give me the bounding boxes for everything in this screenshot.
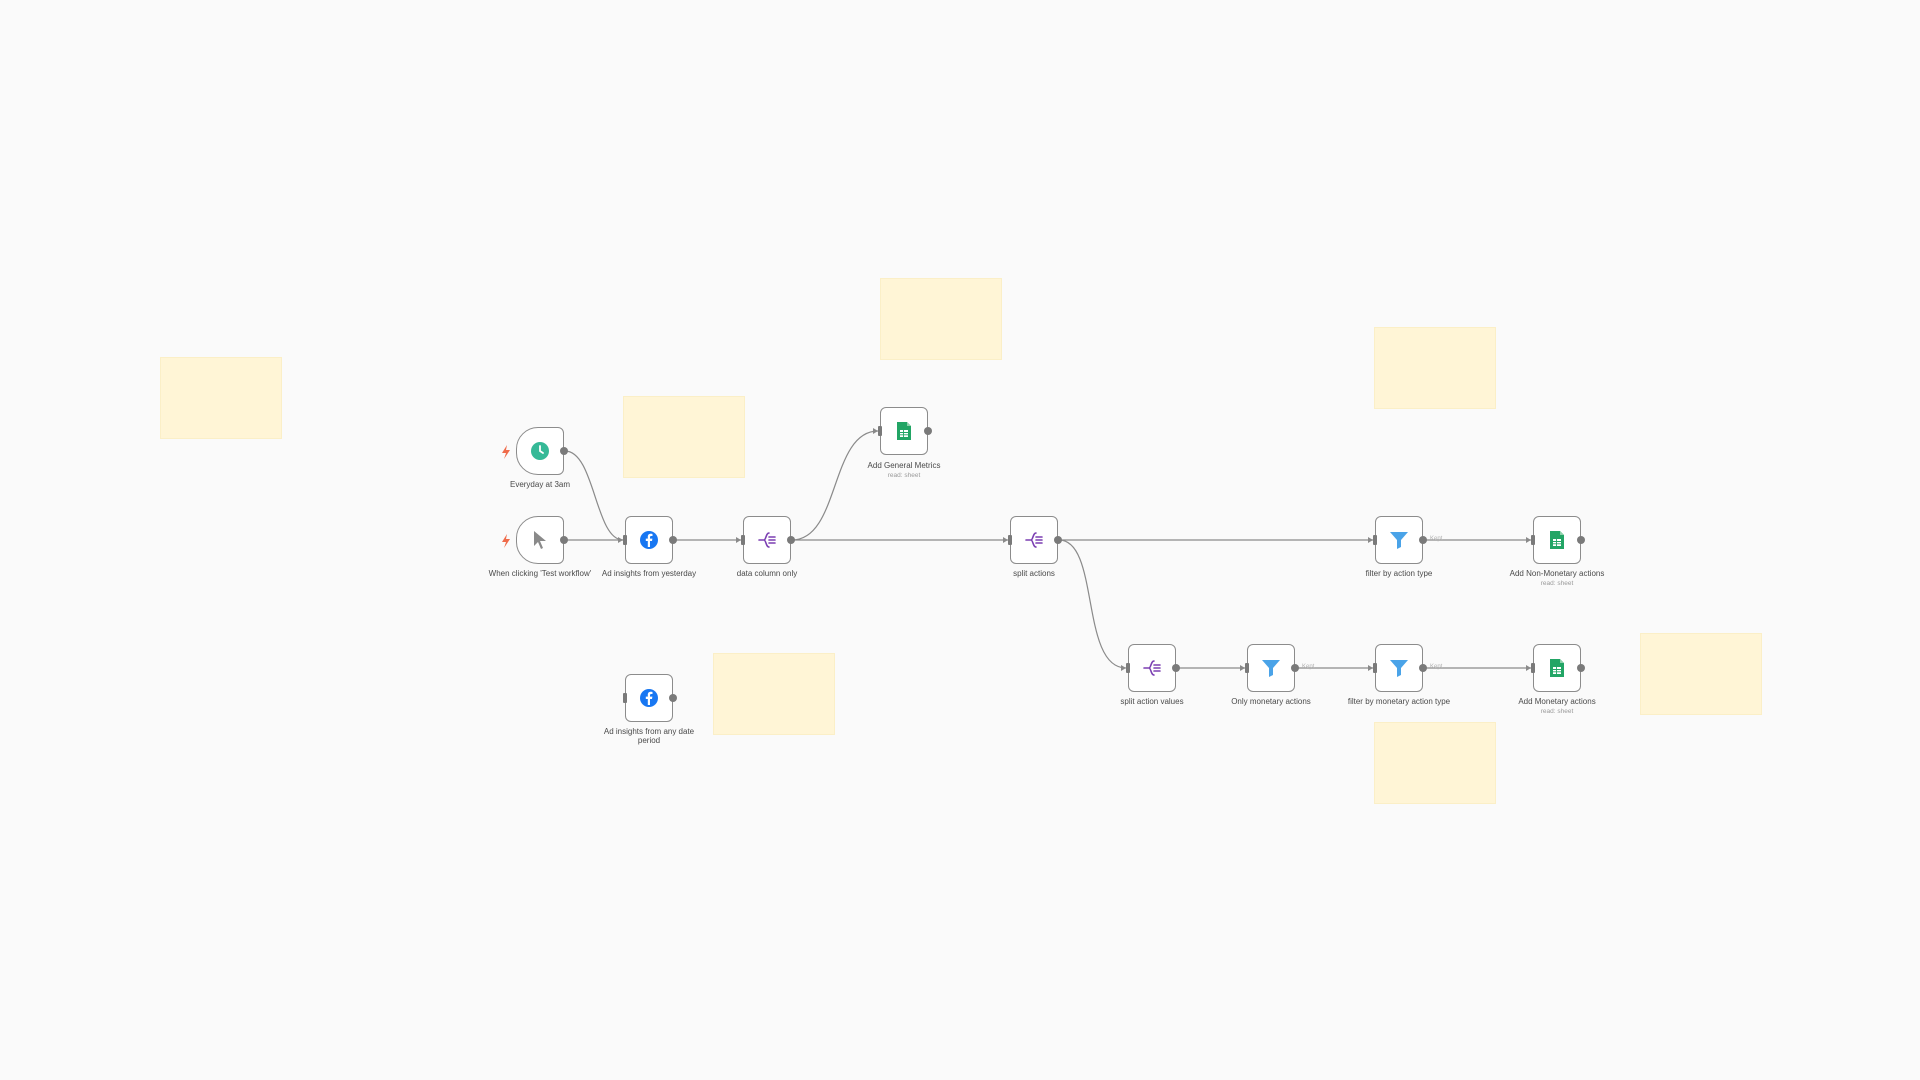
output-handle[interactable] [787, 536, 795, 544]
input-handle[interactable] [1531, 535, 1535, 545]
input-handle[interactable] [878, 426, 882, 436]
node-label: Everyday at 3am [509, 480, 571, 489]
node-subtitle: read: sheet [1540, 708, 1574, 715]
output-handle[interactable] [1419, 664, 1427, 672]
manual-trigger-node[interactable] [502, 516, 568, 564]
output-handle[interactable] [560, 536, 568, 544]
arrow-head [1240, 665, 1245, 671]
input-handle[interactable] [1245, 663, 1249, 673]
arrow-head [736, 537, 741, 543]
data-column-split-node[interactable] [741, 516, 795, 564]
node-subtitle: read: sheet [887, 472, 921, 479]
output-handle[interactable] [669, 536, 677, 544]
arrow-head [1003, 537, 1008, 543]
node-title: Add General Metrics [867, 461, 941, 470]
trigger-bolt-icon [502, 534, 510, 548]
kept-output-tag: Kept [1302, 664, 1315, 670]
input-handle[interactable] [1008, 535, 1012, 545]
node-title: Add Monetary actions [1518, 697, 1596, 706]
input-handle[interactable] [623, 535, 627, 545]
input-handle[interactable] [1126, 663, 1130, 673]
arrow-head [873, 428, 878, 434]
sticky-note[interactable] [880, 278, 1002, 360]
clock-icon [531, 442, 549, 460]
node-label: When clicking 'Test workflow' [488, 569, 592, 578]
arrow-head [1526, 537, 1531, 543]
add-general-metrics-node[interactable] [878, 407, 932, 455]
add-non-monetary-actions-node[interactable] [1531, 516, 1585, 564]
input-handle[interactable] [1373, 663, 1377, 673]
split-actions-node[interactable] [1008, 516, 1062, 564]
edge-schedule-to-fb [564, 450, 624, 541]
split-out-icon [1143, 660, 1161, 676]
output-handle[interactable] [1577, 664, 1585, 672]
sticky-note[interactable] [1374, 722, 1496, 804]
facebook-icon [640, 689, 658, 707]
output-handle[interactable] [1577, 536, 1585, 544]
arrow-head [1368, 537, 1373, 543]
split-action-values-node[interactable] [1126, 644, 1180, 692]
filter-by-monetary-action-type-node[interactable] [1373, 644, 1427, 692]
edge-datacolumn-to-metrics [791, 430, 879, 541]
kept-output-tag: Kept [1430, 664, 1443, 670]
sticky-note[interactable] [713, 653, 835, 735]
input-handle[interactable] [623, 693, 627, 703]
node-label: Ad insights from yesterday [601, 569, 697, 578]
sticky-note[interactable] [623, 396, 745, 478]
filter-icon [1262, 660, 1280, 677]
output-handle[interactable] [1291, 664, 1299, 672]
output-handle[interactable] [1419, 536, 1427, 544]
arrow-head [1526, 665, 1531, 671]
node-label: split action values [1120, 697, 1184, 706]
facebook-insights-yesterday-node[interactable] [623, 516, 677, 564]
arrow-head [1121, 665, 1126, 671]
google-sheets-icon [1550, 659, 1564, 677]
node-label: filter by monetary action type [1347, 697, 1451, 706]
input-handle[interactable] [1531, 663, 1535, 673]
sticky-note[interactable] [1640, 633, 1762, 715]
node-label: data column only [736, 569, 798, 578]
sticky-note[interactable] [1374, 327, 1496, 409]
node-label: Only monetary actions [1231, 697, 1311, 706]
google-sheets-icon [1550, 531, 1564, 549]
kept-output-tag: Kept [1430, 536, 1443, 542]
output-handle[interactable] [1054, 536, 1062, 544]
node-label: filter by action type [1365, 569, 1433, 578]
node-label: split actions [1013, 569, 1055, 578]
arrow-head [618, 537, 623, 543]
input-handle[interactable] [741, 535, 745, 545]
facebook-icon [640, 531, 658, 549]
input-handle[interactable] [1373, 535, 1377, 545]
add-monetary-actions-node[interactable] [1531, 644, 1585, 692]
arrow-head [1368, 665, 1373, 671]
facebook-insights-any-date-node[interactable] [623, 674, 677, 722]
split-out-icon [758, 532, 776, 548]
node-label: Add General Metrics read: sheet [849, 461, 959, 480]
cursor-icon [534, 531, 546, 549]
filter-icon [1390, 532, 1408, 549]
output-handle[interactable] [669, 694, 677, 702]
node-title: Add Non-Monetary actions [1509, 569, 1605, 578]
split-out-icon [1025, 532, 1043, 548]
node-label: Add Monetary actions read: sheet [1502, 697, 1612, 716]
output-handle[interactable] [560, 447, 568, 455]
trigger-bolt-icon [502, 445, 510, 459]
node-label: Add Non-Monetary actions read: sheet [1502, 569, 1612, 588]
output-handle[interactable] [1172, 664, 1180, 672]
schedule-trigger-node[interactable] [502, 427, 568, 475]
node-label: Ad insights from any date period [603, 727, 695, 745]
node-subtitle: read: sheet [1540, 580, 1574, 587]
filter-by-action-type-node[interactable] [1373, 516, 1427, 564]
edge-split-to-splitvalues [1058, 539, 1127, 669]
only-monetary-actions-node[interactable] [1245, 644, 1299, 692]
sticky-note[interactable] [160, 357, 282, 439]
filter-icon [1390, 660, 1408, 677]
output-handle[interactable] [924, 427, 932, 435]
google-sheets-icon [897, 422, 911, 440]
